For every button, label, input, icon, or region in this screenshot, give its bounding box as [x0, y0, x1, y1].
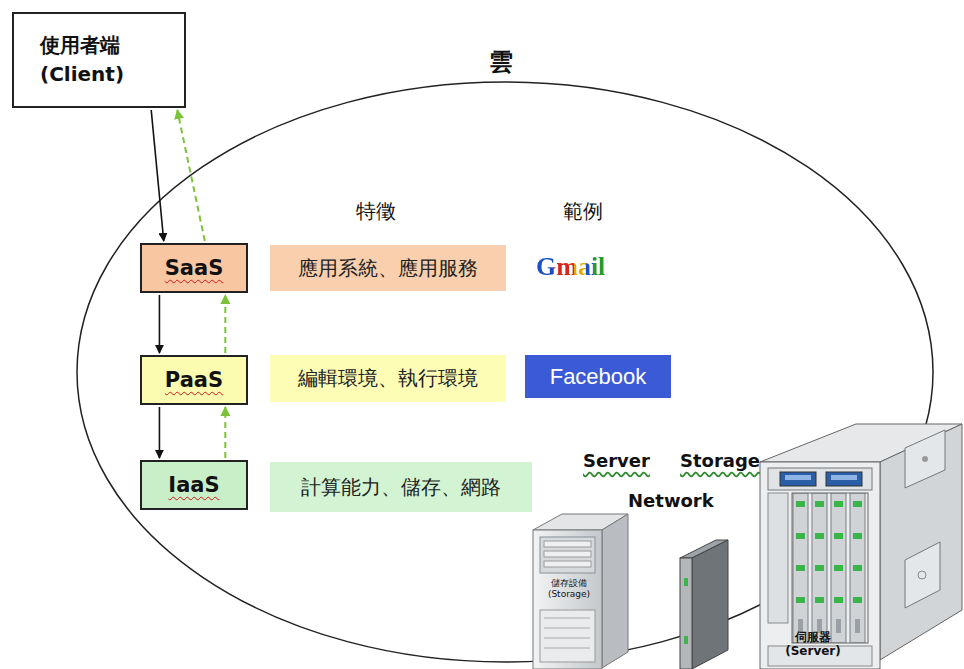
device-label: 儲存設備 (Storage): [546, 578, 592, 600]
request-arrow: [151, 110, 164, 241]
hardware-label: Storage: [680, 450, 760, 471]
node-text: 計算能力、儲存、網路: [301, 474, 501, 501]
service-layer-box: IaaS: [140, 460, 248, 510]
hardware-label: Server: [583, 450, 650, 471]
return-arrow: [224, 295, 226, 353]
hardware-label: Network: [628, 490, 714, 511]
node-text: IaaS: [168, 473, 219, 497]
node-text: Facebook: [550, 364, 647, 390]
example-logo: Gmail: [536, 252, 605, 282]
node-text: PaaS: [165, 368, 223, 392]
node-text: 使用者端 (Client): [40, 31, 170, 89]
example-box: Facebook: [525, 355, 671, 398]
return-arrow: [224, 407, 226, 458]
request-arrow: [159, 295, 161, 353]
request-arrow: [159, 407, 161, 458]
node-text: 應用系統、應用服務: [298, 255, 478, 282]
service-layer-box: PaaS: [140, 355, 248, 405]
storage-device: [533, 514, 628, 669]
service-layer-box: SaaS: [140, 243, 248, 293]
region-title: 雲: [489, 46, 513, 78]
client-box: 使用者端 (Client): [12, 12, 186, 108]
node-text: SaaS: [165, 256, 224, 280]
column-header: 範例: [563, 198, 603, 225]
feature-band: 編輯環境、執行環境: [270, 355, 506, 402]
column-header: 特徵: [356, 198, 396, 225]
network-device: [680, 540, 728, 669]
node-text: 編輯環境、執行環境: [298, 365, 478, 392]
feature-band: 計算能力、儲存、網路: [270, 462, 532, 512]
server-rack: [760, 424, 962, 669]
feature-band: 應用系統、應用服務: [270, 245, 506, 291]
device-label: 伺服器 (Server): [778, 630, 848, 659]
